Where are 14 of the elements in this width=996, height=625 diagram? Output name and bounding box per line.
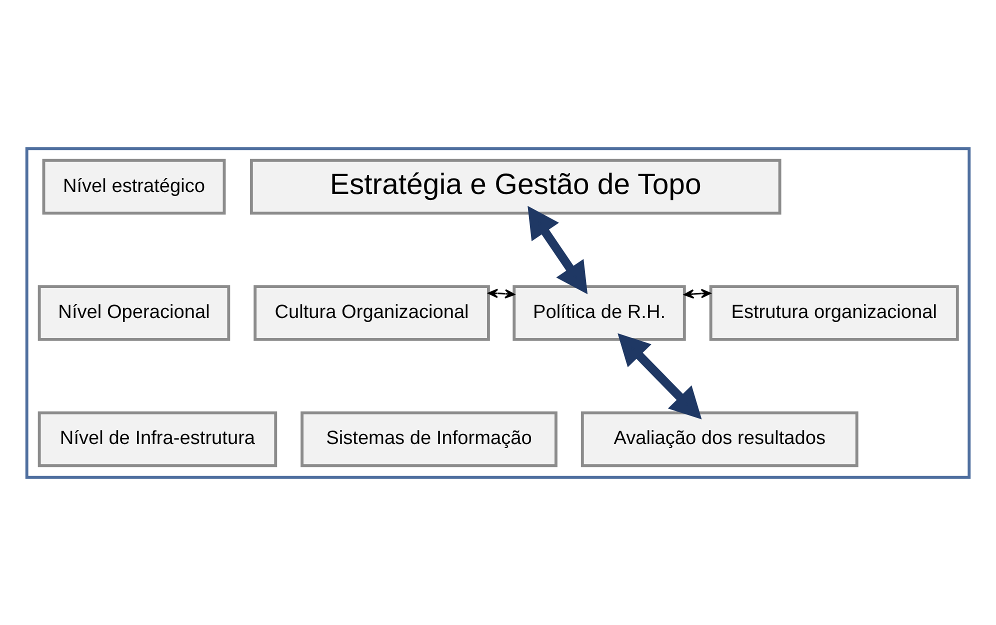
cluster (25, 146, 971, 478)
arrow (618, 332, 702, 419)
arrow (528, 205, 588, 294)
node-box: Cultura Organizacional (254, 284, 490, 340)
node-box: Avaliação dos resultados (580, 410, 858, 467)
node-box: Nível estratégico (42, 158, 226, 214)
arrow (488, 288, 515, 298)
node-box: Política de R.H. (512, 284, 686, 340)
node-box: Estrutura organizacional (709, 284, 959, 340)
node-box: Estratégia e Gestão de Topo (250, 158, 782, 214)
node-box: Nível Operacional (38, 284, 230, 340)
arrow (684, 288, 712, 298)
node-box: Nível de Infra-estrutura (38, 410, 278, 467)
node-box: Sistemas de Informação (300, 410, 558, 467)
